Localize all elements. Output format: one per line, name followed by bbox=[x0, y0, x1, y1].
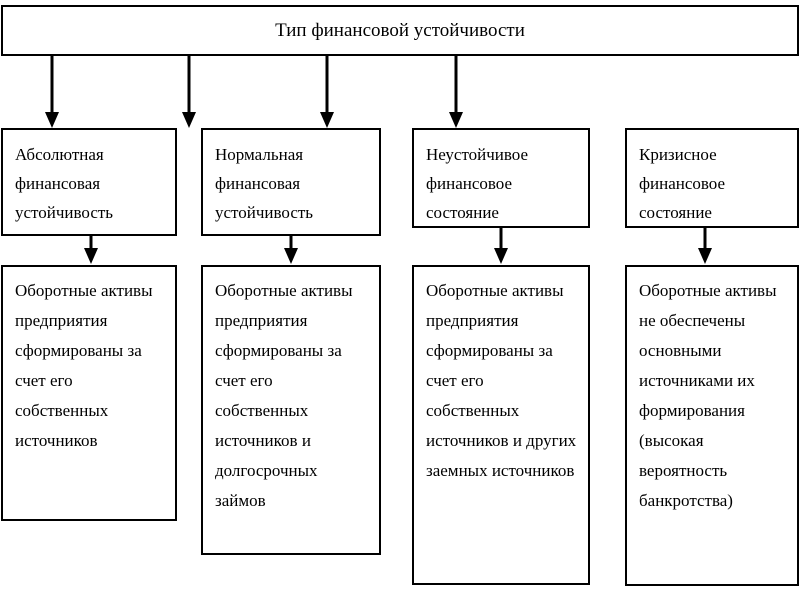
category-box-unstable-condition: Неустойчивое финансовое состояние bbox=[412, 128, 590, 228]
detail-box-normal-stability: Оборотные активы предприятия сформирован… bbox=[201, 265, 381, 555]
root-node-label: Тип финансовой устойчивости bbox=[275, 19, 525, 41]
arrow-root-to-category-3 bbox=[318, 56, 336, 129]
root-node-box: Тип финансовой устойчивости bbox=[1, 5, 799, 56]
category-box-crisis-condition: Кризисное финансовое состояние bbox=[625, 128, 799, 228]
detail-box-crisis-condition: Оборотные активы не обеспечены основными… bbox=[625, 265, 799, 586]
category-label-unstable-condition: Неустойчивое финансовое состояние bbox=[426, 145, 529, 222]
detail-label-normal-stability: Оборотные активы предприятия сформирован… bbox=[215, 281, 353, 510]
category-box-absolute-stability: Абсолютная финансовая устойчивость bbox=[1, 128, 177, 236]
arrow-root-to-category-4 bbox=[447, 56, 465, 129]
detail-label-absolute-stability: Оборотные активы предприятия сформирован… bbox=[15, 281, 153, 450]
arrow-category-4-to-detail-4 bbox=[696, 228, 714, 265]
arrow-category-1-to-detail-1 bbox=[82, 236, 100, 265]
detail-label-crisis-condition: Оборотные активы не обеспечены основными… bbox=[639, 281, 777, 510]
detail-box-absolute-stability: Оборотные активы предприятия сформирован… bbox=[1, 265, 177, 521]
arrow-category-3-to-detail-3 bbox=[492, 228, 510, 265]
arrow-category-2-to-detail-2 bbox=[282, 236, 300, 265]
category-label-absolute-stability: Абсолютная финансовая устойчивость bbox=[15, 145, 114, 222]
detail-label-unstable-condition: Оборотные активы предприятия сформирован… bbox=[426, 281, 577, 480]
arrow-root-to-category-2 bbox=[180, 56, 198, 129]
category-box-normal-stability: Нормальная финансовая устойчивость bbox=[201, 128, 381, 236]
detail-box-unstable-condition: Оборотные активы предприятия сформирован… bbox=[412, 265, 590, 585]
category-label-normal-stability: Нормальная финансовая устойчивость bbox=[215, 145, 314, 222]
arrow-root-to-category-1 bbox=[43, 56, 61, 129]
category-label-crisis-condition: Кризисное финансовое состояние bbox=[639, 145, 726, 222]
